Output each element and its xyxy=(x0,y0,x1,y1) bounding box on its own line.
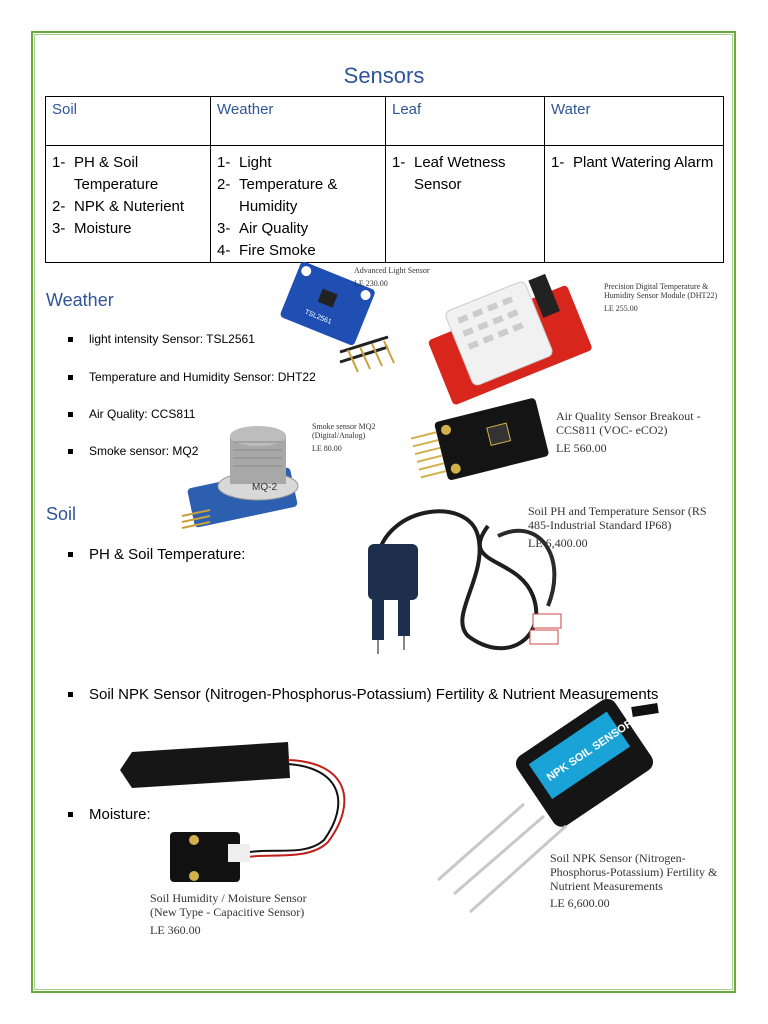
bullet-ph-soil-temperature: PH & Soil Temperature: xyxy=(68,546,245,563)
npk-caption: Soil NPK Sensor (Nitrogen-Phosphorus-Pot… xyxy=(550,851,718,911)
header-weather: Weather xyxy=(210,96,386,146)
table-body-row: 1-PH & Soil Temperature 2-NPK & Nuterien… xyxy=(45,145,724,263)
light-sensor-image: TSL2561 xyxy=(280,261,395,373)
ph-sensor-image xyxy=(368,509,562,654)
ccs811-image xyxy=(410,398,549,480)
list-item: 3-Moisture xyxy=(52,220,132,237)
header-soil: Soil xyxy=(45,96,211,146)
moisture-sensor-image xyxy=(120,742,346,882)
bullet-npk-sensor: Soil NPK Sensor (Nitrogen-Phosphorus-Pot… xyxy=(68,686,658,703)
list-item: 1-Plant Watering Alarm xyxy=(551,154,714,171)
weather-cell: 1-Light 2-Temperature & Humidity 3-Air Q… xyxy=(210,145,386,263)
dht22-image xyxy=(428,273,592,405)
ccs811-caption: Air Quality Sensor Breakout - CCS811 (VO… xyxy=(556,409,701,455)
bullet-moisture: Moisture: xyxy=(68,806,151,823)
svg-text:MQ-2: MQ-2 xyxy=(252,482,277,493)
bullet-mq2: Smoke sensor: MQ2 xyxy=(68,444,198,458)
header-leaf: Leaf xyxy=(385,96,545,146)
page-border xyxy=(31,31,736,993)
ph-sensor-caption: Soil PH and Temperature Sensor (RS 485-I… xyxy=(528,504,707,550)
table-header-row: Soil Weather Leaf Water xyxy=(45,96,724,146)
dht22-caption: Precision Digital Temperature & Humidity… xyxy=(604,282,718,314)
mq2-image: MQ-2 xyxy=(181,426,299,529)
leaf-cell: 1-Leaf Wetness Sensor xyxy=(385,145,545,263)
list-item: 2-NPK & Nuterient xyxy=(52,198,185,215)
list-item: 3-Air Quality xyxy=(217,220,309,237)
list-item: 4-Fire Smoke xyxy=(217,242,316,259)
sensor-categories-table: Soil Weather Leaf Water 1-PH & Soil Temp… xyxy=(45,96,724,263)
npk-sensor-image: NPK SOIL SENSOR xyxy=(437,698,659,914)
bullet-dht22: Temperature and Humidity Sensor: DHT22 xyxy=(68,370,316,384)
weather-heading: Weather xyxy=(46,290,114,310)
list-item: 1-Leaf Wetness Sensor xyxy=(392,154,506,193)
list-item: 1-PH & Soil Temperature xyxy=(52,154,159,193)
mq2-caption: Smoke sensor MQ2 (Digital/Analog)LE 80.0… xyxy=(312,422,376,454)
bullet-light-sensor: light intensity Sensor: TSL2561 xyxy=(68,332,255,346)
list-item: 1-Light xyxy=(217,154,272,171)
bullet-ccs811: Air Quality: CCS811 xyxy=(68,407,195,421)
water-cell: 1-Plant Watering Alarm xyxy=(544,145,724,263)
page-title: Sensors xyxy=(343,63,425,88)
list-item: 2-Temperature & Humidity xyxy=(217,176,338,215)
soil-heading: Soil xyxy=(46,504,77,524)
soil-cell: 1-PH & Soil Temperature 2-NPK & Nuterien… xyxy=(45,145,211,263)
moisture-caption: Soil Humidity / Moisture Sensor (New Typ… xyxy=(150,891,307,937)
header-water: Water xyxy=(544,96,724,146)
